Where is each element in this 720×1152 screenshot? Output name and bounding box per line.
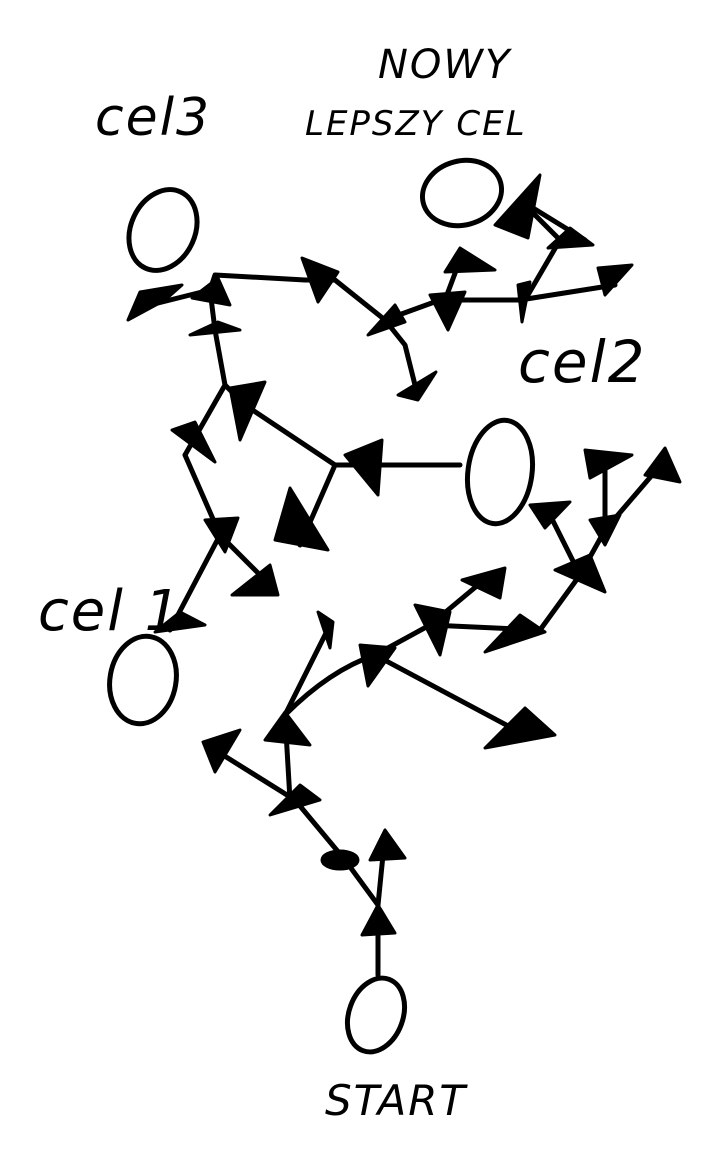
arrowhead [516,280,532,324]
arrowhead [268,783,322,817]
arrowhead [460,566,507,600]
edge [382,317,418,388]
arrowhead [228,380,267,442]
edge [242,402,338,468]
edge [212,747,298,803]
arrowhead [358,643,397,688]
arrowhead [343,438,384,497]
arrowhead [320,849,360,871]
edge [427,572,583,633]
arrowhead [170,420,217,464]
label-cel2: cel2 [518,328,647,396]
arrowhead [528,500,572,530]
arrowhead [316,610,335,650]
node-cel3 [126,187,200,273]
node-nowy-lepszy-cel [419,157,505,229]
arrowhead [413,603,452,657]
arrowhead [368,828,407,862]
edge [372,652,528,738]
arrowhead [201,728,242,774]
edge [382,282,618,323]
arrowhead [443,246,497,274]
arrowhead [263,710,312,747]
arrowhead [583,448,634,480]
node-cel2 [464,417,536,527]
edge [207,272,388,323]
arrowhead [203,516,240,554]
arrowhead [300,256,340,304]
node-start [344,975,408,1055]
label-cel3: cel3 [95,88,211,148]
edge [282,622,333,718]
arrowhead [366,303,407,337]
arrowhead [428,290,467,332]
arrowhead [643,446,682,484]
label-cel1: cel 1 [38,579,182,644]
label-start: START [325,1076,468,1125]
arrowhead [553,553,607,594]
label-nowy: NOWY [378,42,513,88]
arrowhead [126,283,184,322]
arrowhead [483,706,557,750]
arrowhead [546,226,595,250]
arrowhead [588,513,622,547]
node-cel1 [107,633,179,727]
arrowhead [360,903,397,937]
arrowhead [230,563,280,597]
label-lepszy-cel: LEPSZY CEL [305,104,527,144]
arrowhead [188,320,242,337]
arrowhead [396,370,438,402]
arrowhead [596,263,634,297]
arrowhead [153,610,207,634]
arrowhead [493,173,542,240]
arrowhead [483,613,547,654]
arrowhead [273,486,330,552]
arrowhead [190,276,232,307]
arrowheads [126,173,682,937]
tree-edges [147,197,668,978]
